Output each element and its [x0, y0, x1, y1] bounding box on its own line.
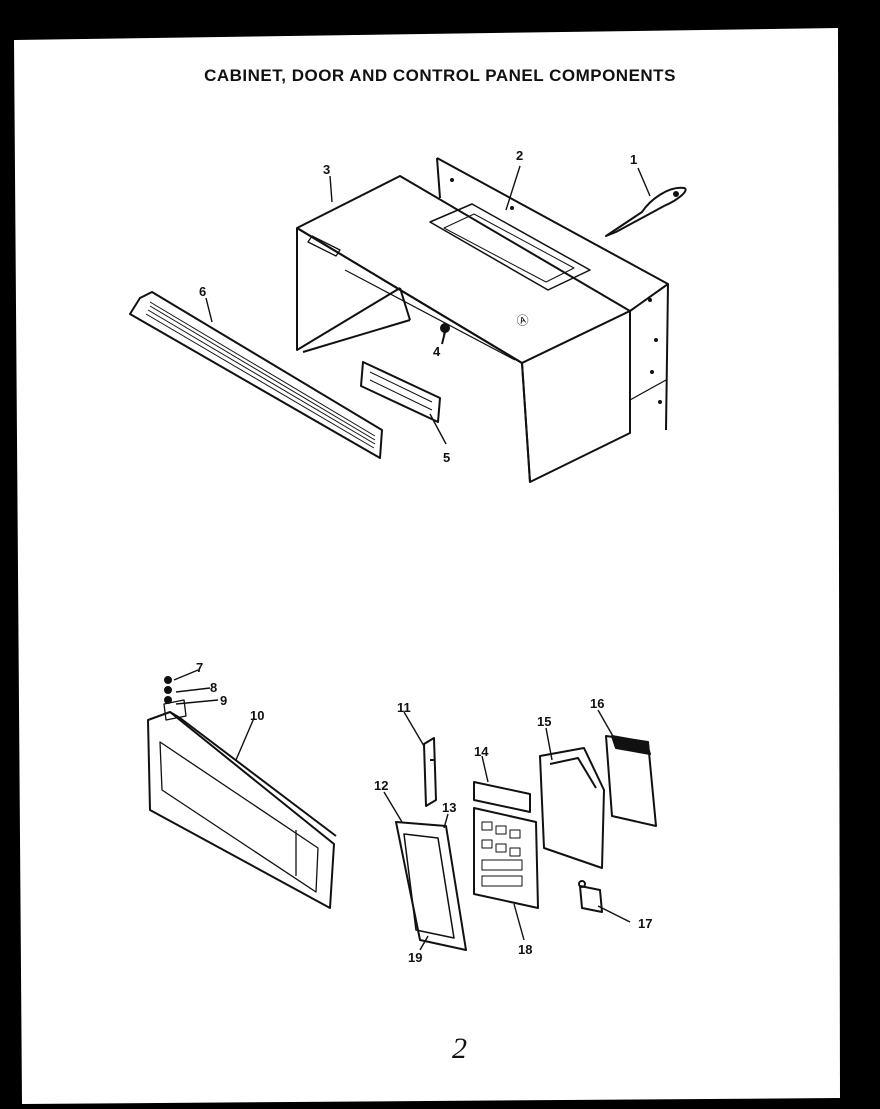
- control-board: [605, 735, 657, 827]
- touch-pad: [473, 807, 539, 909]
- rear-mounting-plate: [436, 157, 669, 431]
- page-title: CABINET, DOOR AND CONTROL PANEL COMPONEN…: [204, 66, 676, 85]
- vent-grille: [129, 291, 383, 459]
- choke-frame: [395, 821, 467, 951]
- callout-19: 19: [408, 950, 422, 965]
- leader-lines: [173, 165, 651, 951]
- svg-text:Ⓐ: Ⓐ: [515, 312, 530, 329]
- callout-8: 8: [210, 680, 217, 695]
- callout-1: 1: [630, 152, 637, 167]
- callout-11: 11: [397, 700, 411, 715]
- callout-15: 15: [537, 714, 551, 729]
- callout-5: 5: [443, 450, 450, 465]
- callout-2: 2: [516, 148, 523, 163]
- door-assembly: [147, 699, 337, 909]
- callout-7: 7: [196, 660, 203, 675]
- paper-sheet: [14, 28, 840, 1104]
- callout-16: 16: [590, 696, 604, 711]
- screw-part: [440, 323, 450, 345]
- door-latch: [423, 737, 437, 807]
- cabinet-outer-case: Ⓐ: [296, 175, 631, 483]
- switch-part: [578, 880, 603, 913]
- callout-4: 4: [433, 344, 441, 359]
- callout-12: 12: [374, 778, 388, 793]
- callout-10: 10: [250, 708, 264, 723]
- cord-bracket: [605, 186, 687, 237]
- callout-17: 17: [638, 916, 652, 931]
- page-number: 2: [452, 1032, 467, 1065]
- callout-6: 6: [199, 284, 206, 299]
- callout-9: 9: [220, 693, 227, 708]
- door-hardware: [164, 676, 172, 704]
- callout-3: 3: [323, 162, 330, 177]
- callout-18: 18: [518, 942, 532, 957]
- nameplate: [360, 361, 441, 423]
- display-window: [473, 781, 531, 813]
- control-bracket: [539, 747, 605, 869]
- callout-13: 13: [442, 800, 456, 815]
- callout-14: 14: [474, 744, 489, 759]
